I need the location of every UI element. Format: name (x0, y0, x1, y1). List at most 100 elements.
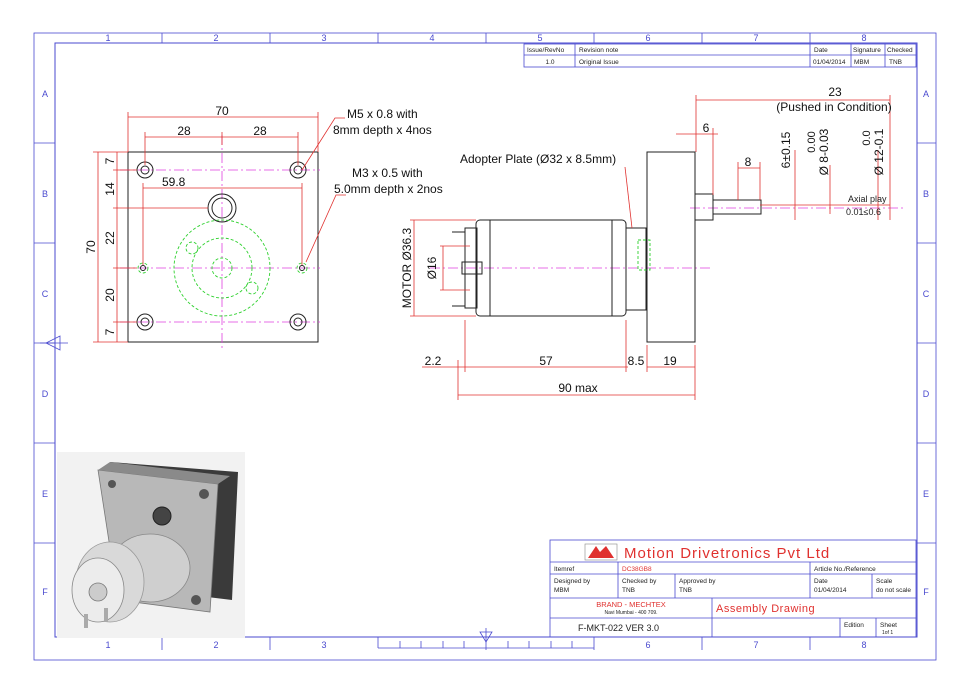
zone-col-6-bottom: 6 (645, 640, 650, 650)
product-photo (57, 452, 245, 638)
dim-8-shaft-b: Ø 8-0.03 (817, 128, 831, 175)
dim-22: 22 (103, 231, 117, 245)
doc-number: F-MKT-022 VER 3.0 (578, 623, 659, 633)
zone-row-c-right: C (923, 289, 930, 299)
gearbox-plate-outline (127, 151, 319, 343)
dim-14: 14 (103, 182, 117, 196)
dim-28-right: 28 (253, 124, 267, 138)
sheet-label: Sheet (880, 622, 897, 629)
zone-row-e-left: E (42, 489, 48, 499)
article-label: Article No./Reference (814, 566, 876, 573)
scale-value: do not scale (876, 587, 911, 594)
dim-8: 8 (745, 155, 752, 169)
output-shaft-side (694, 193, 714, 221)
motor-rear-cap (464, 227, 478, 309)
side-view (430, 151, 905, 343)
rev-header-issue: Issue/RevNo (527, 47, 565, 54)
drawing-type: Assembly Drawing (716, 603, 815, 615)
dim-2-2: 2.2 (425, 354, 442, 368)
dim-8-5: 8.5 (628, 354, 645, 368)
front-view-dimensions (93, 112, 346, 343)
zone-col-1-bottom: 1 (105, 640, 110, 650)
zone-row-a-left: A (42, 89, 48, 99)
rev-header-note: Revision note (579, 47, 619, 54)
zone-row-a-right: A (923, 89, 929, 99)
rev-cell-checked: TNB (889, 59, 902, 66)
date-label: Date (814, 578, 828, 585)
zone-row-d-right: D (923, 389, 930, 399)
checked-value: TNB (622, 587, 635, 594)
sheet-value: 1of 1 (882, 630, 893, 636)
zone-col-1-top: 1 (105, 33, 110, 43)
approved-label: Approved by (679, 578, 716, 585)
zone-col-6-top: 6 (645, 33, 650, 43)
zone-col-2-top: 2 (213, 33, 218, 43)
designed-value: MBM (554, 587, 569, 594)
zone-col-5-top: 5 (537, 33, 542, 43)
dim-8-shaft-a: 0.00 (806, 131, 818, 152)
rev-header-date: Date (814, 47, 828, 54)
brand-label: BRAND - MECHTEX (596, 600, 666, 609)
zone-col-7-top: 7 (753, 33, 758, 43)
dim-6: 6 (703, 121, 710, 135)
motor-dia-label: MOTOR Ø36.3 (400, 227, 414, 308)
checked-label: Checked by (622, 578, 657, 585)
zone-col-8-top: 8 (861, 33, 866, 43)
company-name: Motion Drivetronics Pvt Ltd (624, 545, 830, 562)
revision-table (523, 43, 917, 68)
brand-sub: Navi Mumbai - 400 709. (604, 610, 657, 616)
zone-row-d-left: D (42, 389, 49, 399)
date-value: 01/04/2014 (814, 587, 847, 594)
dim-12-b: Ø 12-0.1 (872, 128, 886, 175)
pushed-in-condition: (Pushed in Condition) (776, 100, 891, 114)
adapter-plate (625, 227, 647, 311)
dim-7-bottom: 7 (103, 328, 117, 335)
zone-row-f-right: F (923, 587, 929, 597)
dim-57: 57 (539, 354, 553, 368)
itemref-value: DC38GB8 (622, 566, 652, 573)
itemref-label: Itemref (554, 566, 574, 573)
axial-play-1: Axial play (848, 194, 887, 204)
zone-col-7-bottom: 7 (753, 640, 758, 650)
approved-value: TNB (679, 587, 692, 594)
note-m5-line2: 8mm depth x 4nos (333, 123, 432, 137)
adapter-plate-label: Adopter Plate (Ø32 x 8.5mm) (460, 152, 616, 166)
note-m3-line2: 5.0mm depth x 2nos (334, 182, 443, 196)
zone-row-c-left: C (42, 289, 49, 299)
rev-header-signature: Signature (853, 47, 881, 54)
zone-col-3-top: 3 (321, 33, 326, 43)
rev-header-checked: Checked (887, 47, 913, 54)
rev-cell-date: 01/04/2014 (813, 59, 846, 66)
dim-70-top: 70 (215, 104, 229, 118)
zone-row-b-right: B (923, 189, 929, 199)
dim-28-left: 28 (177, 124, 191, 138)
dim-7-top: 7 (103, 157, 117, 164)
zone-row-e-right: E (923, 489, 929, 499)
edition-label: Edition (844, 622, 864, 629)
dim-59-8: 59.8 (162, 175, 186, 189)
side-view-dimensions (410, 95, 891, 400)
outer-border (33, 32, 937, 661)
dim-90-max: 90 max (558, 381, 597, 395)
dim-70-side: 70 (84, 240, 98, 254)
zone-col-2-bottom: 2 (213, 640, 218, 650)
m5-hole-bottom-right (289, 313, 307, 331)
bottom-ruler (377, 628, 594, 650)
motor-hidden-outline (173, 219, 271, 317)
note-m3-line1: M3 x 0.5 with (352, 166, 423, 180)
note-m5-line1: M5 x 0.8 with (347, 107, 418, 121)
dim-23: 23 (828, 85, 842, 99)
gearbox-block (646, 151, 696, 343)
dia-16-label: Ø16 (425, 256, 439, 279)
dim-12-a: 0.0 (861, 130, 873, 145)
zone-col-8-bottom: 8 (861, 640, 866, 650)
rev-cell-issue: 1.0 (545, 59, 554, 66)
front-view (120, 135, 320, 350)
zone-row-b-left: B (42, 189, 48, 199)
rev-cell-signature: MBM (854, 59, 869, 66)
rev-cell-note: Original Issue (579, 59, 619, 66)
title-block (549, 539, 917, 638)
designed-label: Designed by (554, 578, 591, 585)
zone-col-3-bottom: 3 (321, 640, 326, 650)
